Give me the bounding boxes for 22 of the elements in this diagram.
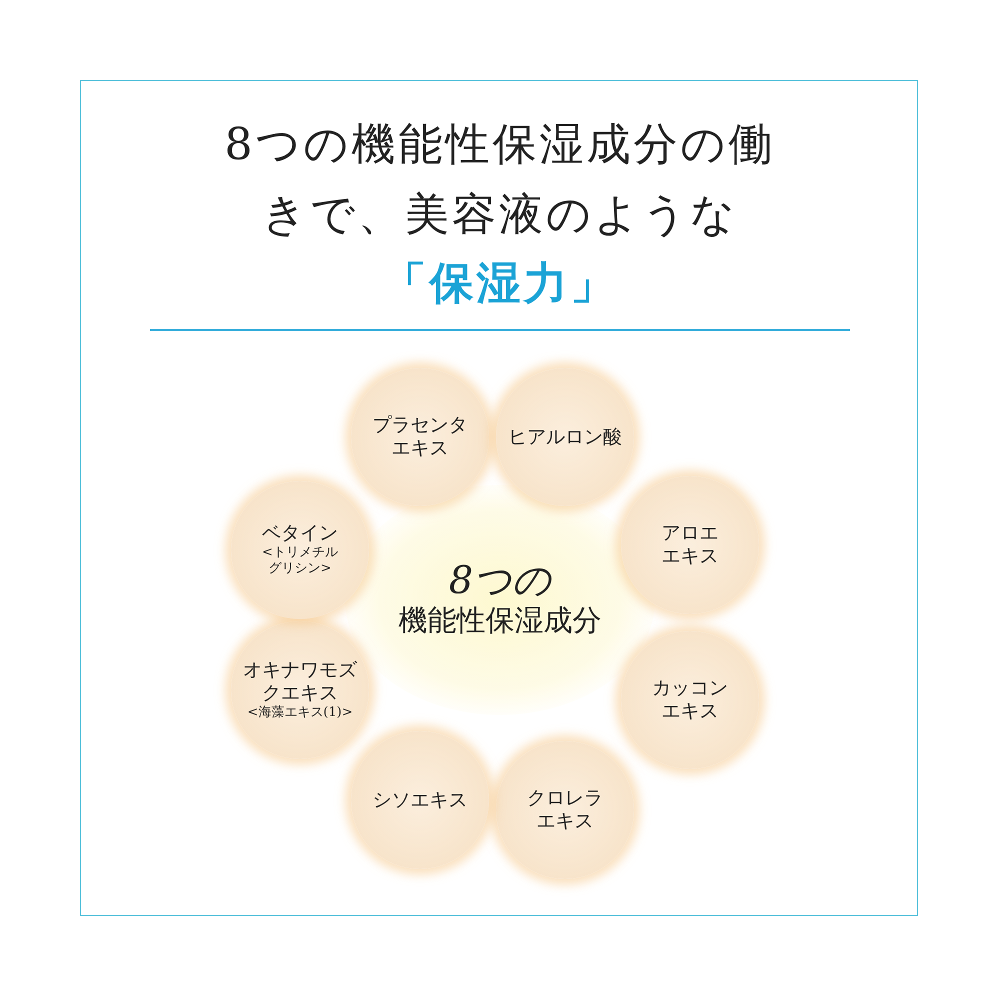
center-heading: 8つの — [448, 560, 552, 602]
ingredient-circle — [351, 368, 489, 506]
ingredient-name: シソエキス — [372, 788, 468, 812]
ingredient-name: アロエエキス — [660, 522, 720, 568]
ingredient-note: <トリメチルグリシン> — [261, 545, 339, 578]
ingredient-name: カッコンエキス — [650, 677, 729, 723]
highlight-text: 「保湿力」 — [382, 257, 618, 311]
ingredient-name: ヒアルロン酸 — [507, 426, 623, 448]
ingredient-name: オキナワモズクエキス — [242, 659, 358, 705]
ingredient-circle — [231, 481, 369, 619]
ingredient-circle — [351, 731, 489, 869]
title: 8つの機能性保湿成分の働きで、美容液のような — [224, 118, 776, 242]
ingredient-name: クロレラエキス — [526, 787, 604, 833]
ingredient-circle — [621, 476, 759, 614]
center-text: 機能性保湿成分 — [398, 602, 602, 640]
ingredient-circle — [621, 631, 759, 769]
ingredient-name: ベタイン — [260, 522, 339, 546]
ingredient-circle — [496, 741, 634, 879]
ingredient-note: <海藻エキス(1)> — [246, 704, 354, 721]
ingredient-circle — [496, 368, 634, 506]
ingredient-name: プラセンタエキス — [372, 414, 468, 460]
ingredient-circle — [231, 621, 369, 759]
